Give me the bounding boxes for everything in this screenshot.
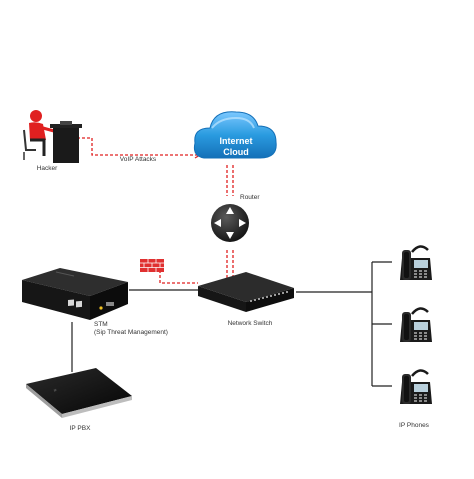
cloud-icon xyxy=(193,111,277,159)
voip-attacks-label: VoIP Attacks xyxy=(119,156,157,163)
ip-phone-icon xyxy=(398,245,434,282)
ip-phones-label: IP Phones xyxy=(399,422,429,429)
hacker-icon xyxy=(23,110,82,163)
stm-label-line2: (Sip Threat Management) xyxy=(94,329,168,336)
network-switch-label: Network Switch xyxy=(227,320,273,327)
internet-cloud-label-line1: Internet xyxy=(219,136,253,146)
internet-cloud-label-line2: Cloud xyxy=(223,147,249,157)
firewall-icon xyxy=(140,259,164,272)
network-switch-icon xyxy=(198,272,294,312)
stm-label-line1: STM xyxy=(94,321,108,328)
ip-phone-icon xyxy=(398,369,434,406)
voip-attack-line xyxy=(77,137,200,156)
phone-drops xyxy=(372,261,392,387)
network-links xyxy=(71,261,392,387)
attack-paths xyxy=(77,137,234,284)
firewall-dashed-line xyxy=(159,270,198,284)
ip-phone-icon xyxy=(398,307,434,344)
stm-appliance-icon xyxy=(22,268,128,320)
router-icon xyxy=(211,204,249,242)
ip-pbx-icon: ≡ xyxy=(26,368,132,418)
router-label: Router xyxy=(240,194,260,201)
ip-pbx-label: IP PBX xyxy=(69,425,91,432)
hacker-label: Hacker xyxy=(36,165,58,172)
svg-text:≡: ≡ xyxy=(53,387,57,393)
